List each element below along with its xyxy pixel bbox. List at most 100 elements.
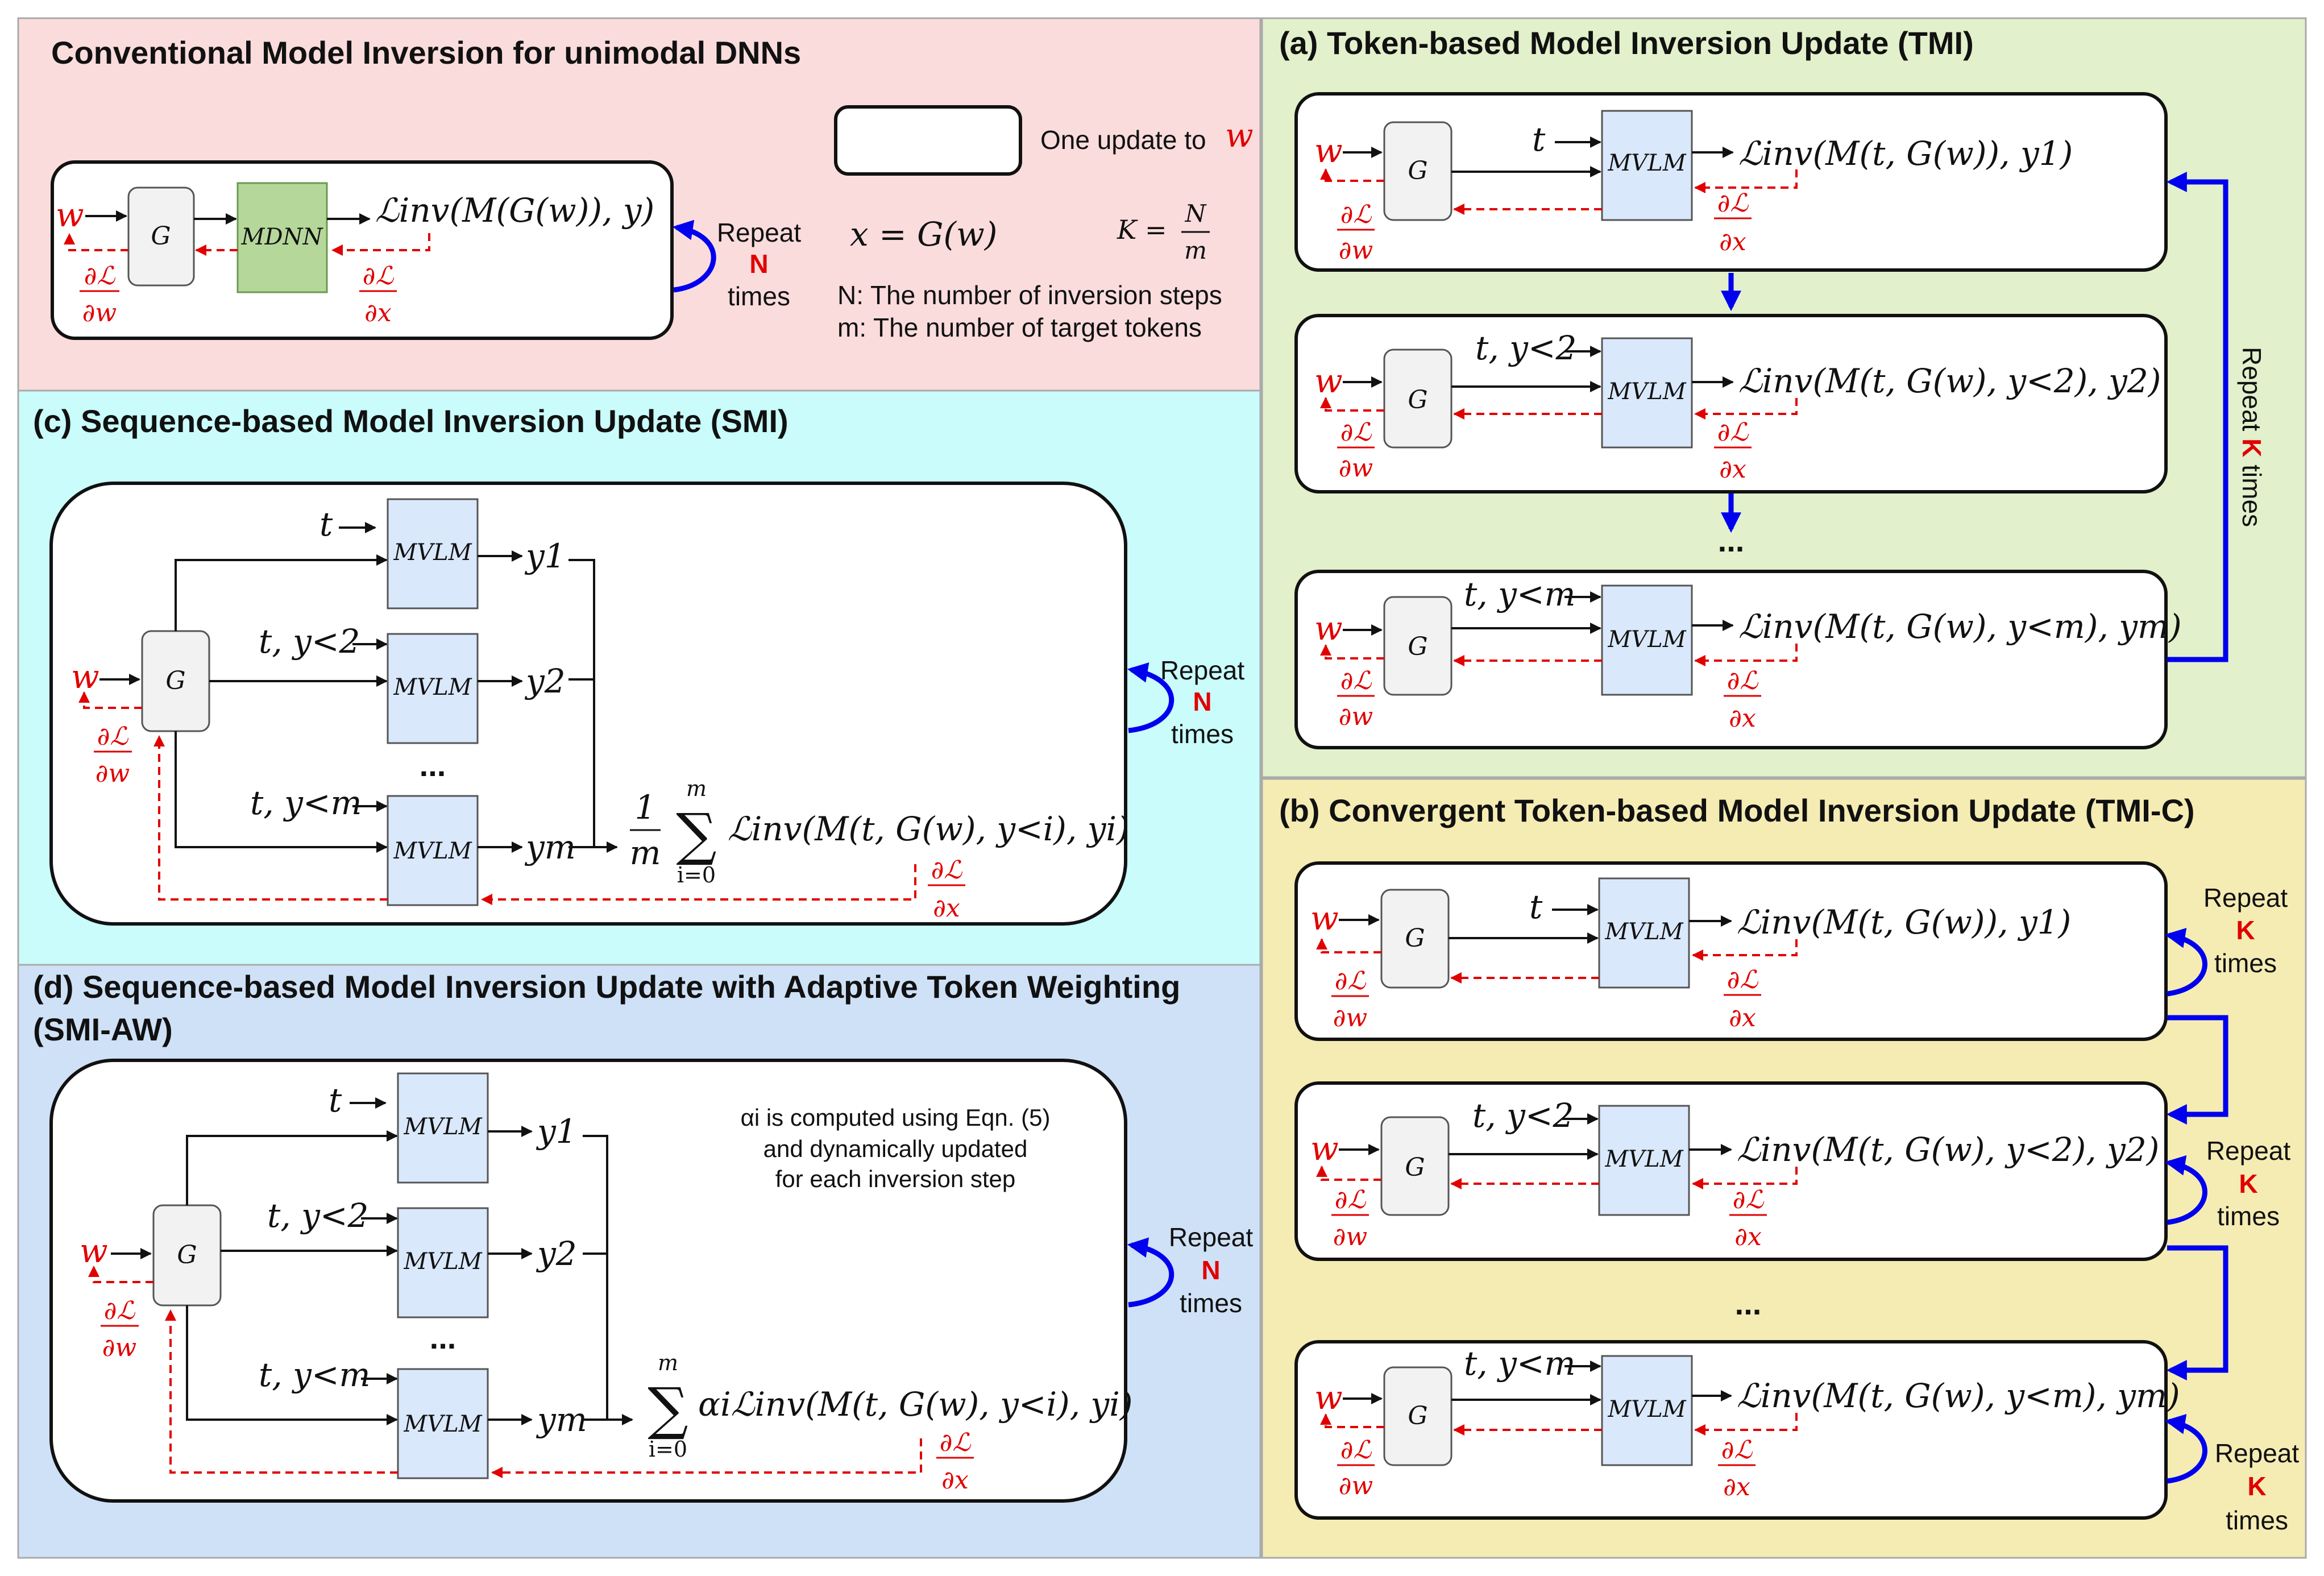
dnn-model-box: [236, 182, 328, 293]
svg-text:K: K: [2239, 1169, 2257, 1198]
svg-text:ℒinv(M(t, G(w), y<m), ym): ℒinv(M(t, G(w), y<m), ym): [1738, 607, 2182, 646]
svg-text:times: times: [2214, 948, 2277, 978]
svg-text:∂w: ∂w: [102, 1333, 136, 1362]
repeat-loop-arrow: [672, 219, 716, 293]
smiaw-objective: m ∑ i=0 αiℒinv(M(t, G(w), y<i), yi): [648, 1350, 1132, 1462]
svg-text:MVLM: MVLM: [403, 1411, 482, 1437]
svg-text:MVLM: MVLM: [403, 1114, 482, 1140]
svg-text:∂ℒ: ∂ℒ: [1727, 666, 1759, 695]
legend-update-label: One update to: [1040, 125, 1206, 155]
svg-text:∂ℒ: ∂ℒ: [1717, 189, 1749, 218]
smi-vlm-2: [387, 633, 479, 744]
legend-n-definition: N: The number of inversion steps: [837, 280, 1222, 310]
smiaw-title-line2: (SMI-AW): [33, 1011, 173, 1047]
legend-x-definition: x = G(w): [850, 215, 997, 254]
svg-text:Repeat: Repeat: [1169, 1222, 1254, 1252]
legend-k-denominator: m: [1184, 237, 1207, 264]
svg-text:∂ℒ: ∂ℒ: [1335, 1185, 1367, 1214]
svg-text:MVLM: MVLM: [393, 838, 472, 864]
svg-text:G: G: [1405, 924, 1425, 953]
svg-text:∂x: ∂x: [1719, 227, 1746, 256]
svg-text:MVLM: MVLM: [1607, 1396, 1686, 1422]
svg-text:m: m: [686, 776, 707, 801]
repeat-label: Repeat: [717, 218, 802, 247]
svg-text:G: G: [177, 1241, 197, 1270]
smiaw-title-line1: (d) Sequence-based Model Inversion Updat…: [33, 969, 1180, 1005]
svg-text:∂w: ∂w: [1333, 1003, 1367, 1032]
svg-text:∑: ∑: [648, 1375, 688, 1442]
svg-text:ym: ym: [524, 828, 576, 866]
svg-text:∂x: ∂x: [364, 298, 392, 327]
svg-text:t: t: [1529, 887, 1543, 926]
repeat-times: times: [728, 281, 790, 311]
svg-text:MVLM: MVLM: [1604, 1146, 1683, 1172]
svg-text:∂w: ∂w: [96, 759, 130, 788]
svg-text:∂w: ∂w: [1333, 1222, 1367, 1251]
svg-text:t, y<2: t, y<2: [1472, 1096, 1574, 1135]
svg-text:∂x: ∂x: [1729, 1003, 1756, 1032]
smi-objective: 1 m m ∑ i=0 ℒinv(M(t, G(w), y<i), yi): [630, 776, 1130, 887]
svg-text:for each inversion step: for each inversion step: [775, 1166, 1016, 1192]
svg-text:∂x: ∂x: [1723, 1473, 1750, 1502]
generator-label: G: [151, 222, 171, 251]
svg-text:∂ℒ: ∂ℒ: [940, 1428, 972, 1457]
svg-text:Repeat: Repeat: [2203, 883, 2288, 913]
repeat-count: N: [749, 249, 768, 279]
tmi-repeat-loop: [2166, 172, 2228, 662]
svg-text:m: m: [630, 833, 661, 872]
svg-text:w: w: [1314, 1378, 1343, 1417]
svg-text:∂x: ∂x: [1734, 1222, 1762, 1251]
svg-text:∂w: ∂w: [82, 298, 117, 327]
svg-text:∂ℒ: ∂ℒ: [1717, 418, 1749, 447]
svg-text:∂w: ∂w: [1339, 236, 1373, 265]
svg-text:G: G: [1408, 156, 1427, 185]
svg-text:...: ...: [420, 747, 446, 783]
svg-text:G: G: [1408, 1401, 1427, 1430]
svg-text:MVLM: MVLM: [1607, 627, 1686, 653]
smi-vlm-1: [387, 498, 479, 609]
svg-text:times: times: [1180, 1288, 1242, 1318]
svg-text:∂ℒ: ∂ℒ: [1335, 967, 1367, 996]
svg-text:∂ℒ: ∂ℒ: [1727, 965, 1759, 994]
conventional-title: Conventional Model Inversion for unimoda…: [51, 35, 801, 70]
generator-box: [127, 186, 195, 287]
svg-text:MVLM: MVLM: [403, 1249, 482, 1275]
grad-w-conventional: ∂ℒ ∂w: [80, 262, 119, 327]
svg-text:ℒinv(M(t, G(w), y<2), y2): ℒinv(M(t, G(w), y<2), y2): [1738, 362, 2161, 400]
svg-text:∂ℒ: ∂ℒ: [1733, 1185, 1765, 1214]
legend-k-numerator: N: [1185, 200, 1207, 227]
smiaw-vlm-m: [397, 1368, 489, 1479]
svg-text:Repeat: Repeat: [1160, 656, 1245, 685]
svg-text:MVLM: MVLM: [393, 674, 472, 700]
svg-text:t, y<2: t, y<2: [267, 1196, 368, 1235]
svg-text:w: w: [1314, 131, 1343, 170]
svg-text:y2: y2: [536, 1234, 577, 1273]
svg-text:times: times: [1171, 719, 1234, 749]
svg-text:t: t: [329, 1081, 342, 1119]
svg-text:∂ℒ: ∂ℒ: [1341, 666, 1372, 695]
svg-text:times: times: [2226, 1506, 2288, 1535]
svg-text:∂w: ∂w: [1339, 702, 1373, 731]
svg-text:∑: ∑: [676, 801, 716, 868]
smiaw-vlm-2: [397, 1207, 489, 1318]
tmic-title: (b) Convergent Token-based Model Inversi…: [1279, 793, 2195, 828]
svg-text:...: ...: [1735, 1285, 1762, 1321]
legend-update-box: [834, 105, 1022, 176]
grad-x-conventional: ∂ℒ ∂x: [359, 262, 397, 327]
svg-text:∂ℒ: ∂ℒ: [1341, 1436, 1372, 1465]
svg-text:w: w: [1314, 609, 1343, 648]
svg-text:MVLM: MVLM: [1604, 919, 1683, 945]
svg-text:K: K: [2247, 1471, 2266, 1501]
svg-text:t, y<2: t, y<2: [259, 622, 360, 661]
svg-text:times: times: [2217, 1201, 2280, 1231]
svg-text:N: N: [1193, 687, 1211, 716]
smiaw-update-box: [49, 1059, 1127, 1503]
svg-text:t, y<m: t, y<m: [259, 1355, 371, 1394]
svg-text:∂ℒ: ∂ℒ: [1341, 200, 1372, 229]
svg-text:t, y<m: t, y<m: [1464, 1344, 1576, 1383]
svg-text:1: 1: [635, 788, 656, 827]
svg-text:m: m: [658, 1350, 678, 1375]
svg-text:t, y<2: t, y<2: [1475, 329, 1576, 367]
svg-text:i=0: i=0: [649, 1437, 687, 1462]
svg-text:K: K: [2236, 915, 2255, 945]
